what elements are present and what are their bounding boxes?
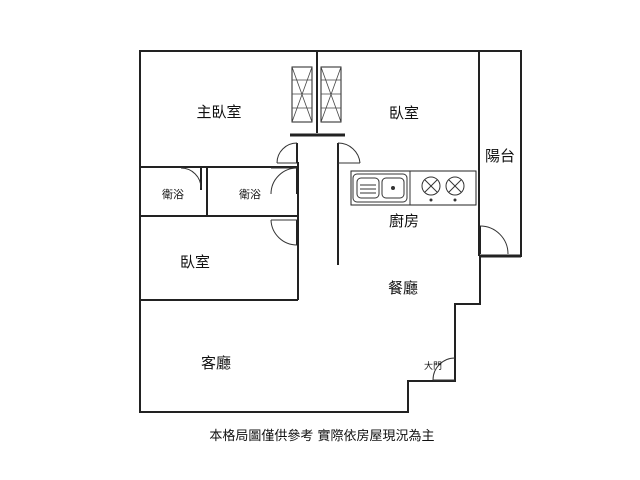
main-door [432, 357, 456, 381]
outer-wall [139, 50, 522, 413]
stove-icon [421, 176, 465, 202]
balcony-label: 陽台 [485, 147, 515, 165]
north-bedroom-label: 臥室 [389, 104, 419, 122]
disclaimer-note: 本格局圖僅供參考 實際依房屋現況為主 [209, 428, 434, 444]
bedroom-west-label: 臥室 [180, 253, 210, 271]
kitchen-label: 廚房 [389, 212, 419, 230]
closet-left [291, 66, 313, 123]
bathroom-right-label: 衛浴 [239, 188, 261, 201]
living-room-label: 客廳 [201, 354, 231, 372]
master-bedroom-label: 主臥室 [196, 103, 241, 121]
north-bedroom-door [337, 142, 361, 164]
balcony-door [479, 225, 509, 255]
main-door-label: 大門 [424, 360, 442, 372]
closet-right [320, 66, 342, 123]
bathroom-right-door [270, 167, 298, 195]
bedroom-west-door [270, 219, 298, 246]
master-bedroom-door [276, 142, 298, 164]
bathroom-left-label: 衛浴 [162, 188, 184, 201]
bathroom-left-door [180, 167, 202, 189]
kitchen-counter [350, 170, 477, 206]
dining-room-label: 餐廳 [388, 279, 418, 297]
